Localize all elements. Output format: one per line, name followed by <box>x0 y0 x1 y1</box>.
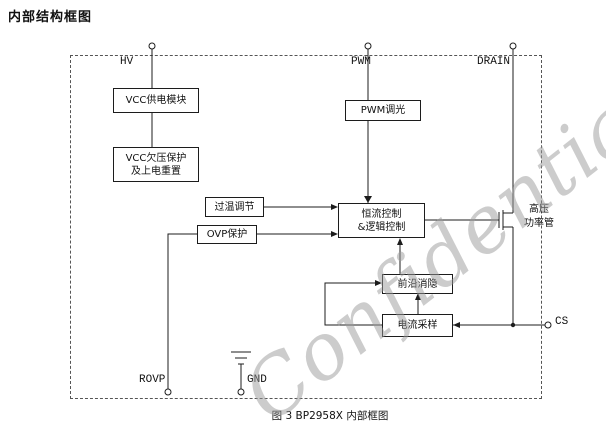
rovp-pin-terminal-icon <box>164 233 197 396</box>
arrow-into-leb-from-sense <box>415 293 421 300</box>
sense-feedback-loop-wire <box>324 282 382 326</box>
cs-pin-label: CS <box>555 316 569 328</box>
hv-power-mosfet-label: 高压 功率管 <box>516 203 562 230</box>
hv-mos-label-line2: 功率管 <box>524 217 554 229</box>
gnd-pin-terminal-icon <box>237 364 245 396</box>
gnd-pin-label: GND <box>247 374 267 386</box>
arrow-into-cc-from-ovp <box>331 231 338 237</box>
hv-pin-label: HV <box>120 56 134 68</box>
leading-edge-blanking-block: 前沿消隐 <box>382 274 453 294</box>
constant-current-control-block: 恒流控制 &逻辑控制 <box>338 203 425 238</box>
vcc-supply-label: VCC供电模块 <box>125 95 187 106</box>
arrow-into-cc-from-leb <box>397 238 403 245</box>
leb-label: 前沿消隐 <box>397 278 438 290</box>
drain-pin-terminal-icon <box>509 42 517 213</box>
page-title: 内部结构框图 <box>8 10 93 25</box>
cc-label-line1: 恒流控制 <box>361 208 402 220</box>
vcc-uvlo-label-line2: 及上电重置 <box>131 165 181 177</box>
rovp-pin-label: ROVP <box>139 374 166 386</box>
figure-caption: 图 3 BP2958X 内部框图 <box>271 410 389 422</box>
arrowheads-group <box>331 196 516 328</box>
hv-pin-terminal-icon <box>148 42 156 88</box>
chip-boundary-frame <box>70 55 542 399</box>
arrow-into-cc-from-pwm <box>364 196 372 203</box>
arrow-into-sense-from-cs <box>453 322 460 328</box>
vcc-uvlo-block: VCC欠压保护 及上电重置 <box>113 147 199 182</box>
ground-symbol-icon <box>231 351 251 365</box>
current-sampling-block: 电流采样 <box>382 314 453 337</box>
drain-pin-label: DRAIN <box>477 56 511 68</box>
vcc-supply-block: VCC供电模块 <box>113 88 199 113</box>
thermal-regulation-label: 过温调节 <box>214 201 255 213</box>
pwm-pin-terminal-icon <box>364 42 372 100</box>
arrow-into-leb-from-loop <box>375 280 382 286</box>
power-mosfet-icon <box>425 210 514 325</box>
cc-label-line2: &逻辑控制 <box>357 221 406 233</box>
hv-mos-label-line1: 高压 <box>529 204 549 215</box>
ovp-protection-block: OVP保护 <box>197 225 257 244</box>
arrow-into-cc-from-thermal <box>331 204 338 210</box>
pwm-dimming-label: PWM调光 <box>360 105 406 116</box>
ovp-protection-label: OVP保护 <box>206 229 248 240</box>
wire-junction-dot <box>510 322 516 328</box>
pwm-pin-label: PWM <box>351 56 371 68</box>
thermal-regulation-block: 过温调节 <box>205 197 264 217</box>
current-sampling-label: 电流采样 <box>397 320 438 331</box>
pwm-dimming-block: PWM调光 <box>345 100 421 121</box>
cs-pin-terminal-icon <box>453 321 552 329</box>
vcc-uvlo-label-line1: VCC欠压保护 <box>125 152 187 164</box>
